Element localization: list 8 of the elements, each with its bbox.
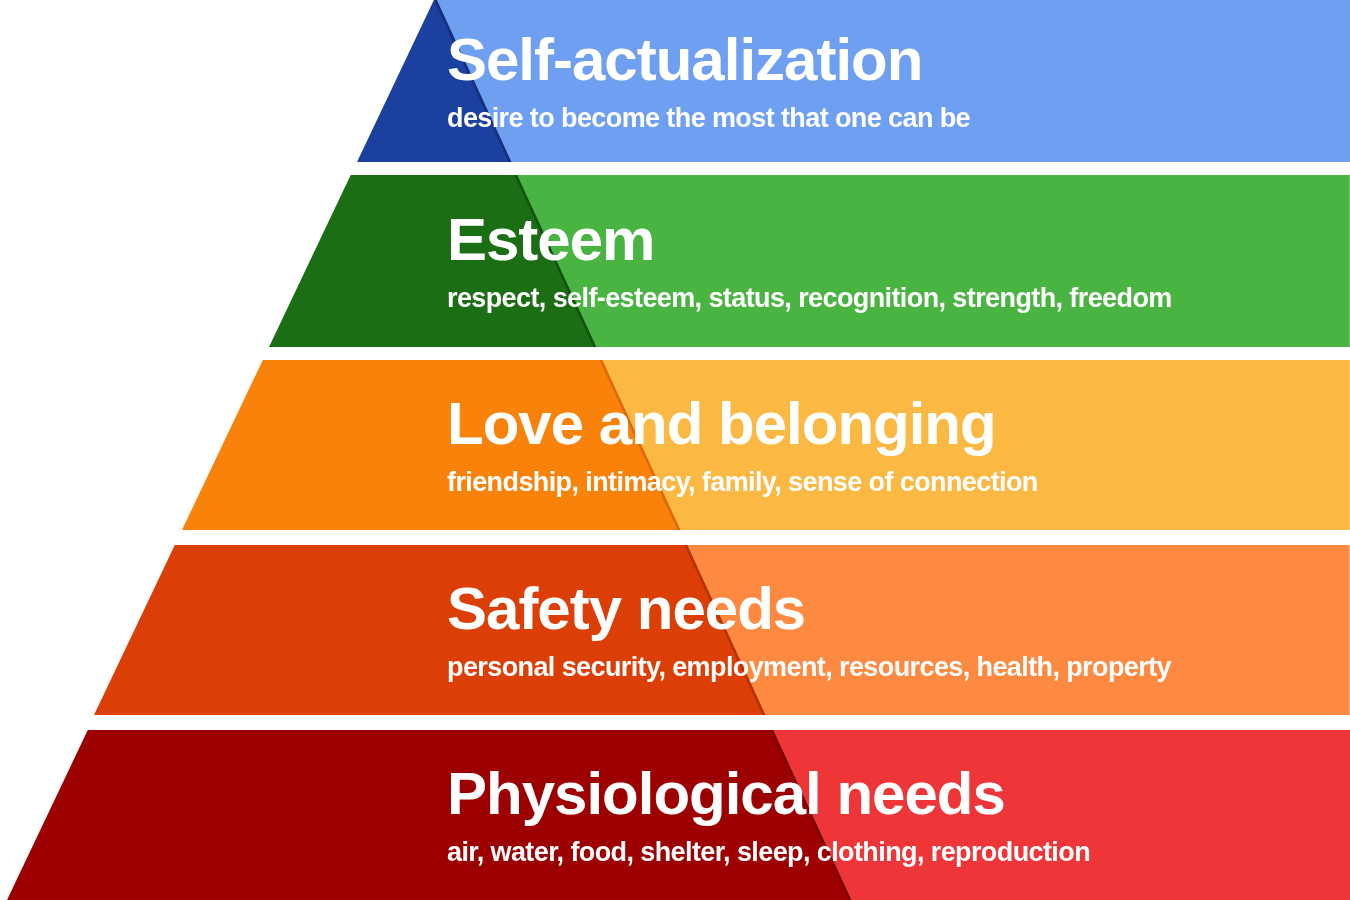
tier-heading: Esteem: [447, 207, 655, 273]
tier-description: friendship, intimacy, family, sense of connection: [447, 466, 1038, 499]
tier-description: respect, self-esteem, status, recognition, strength, freedom: [447, 282, 1172, 315]
tier-description: personal security, employment, resources, health, property: [447, 651, 1171, 684]
tier-heading: Love and belonging: [447, 391, 996, 457]
tier-heading: Safety needs: [447, 576, 806, 642]
tier-description: desire to become the most that one can be: [447, 102, 970, 135]
tier-heading: Physiological needs: [447, 761, 1005, 827]
